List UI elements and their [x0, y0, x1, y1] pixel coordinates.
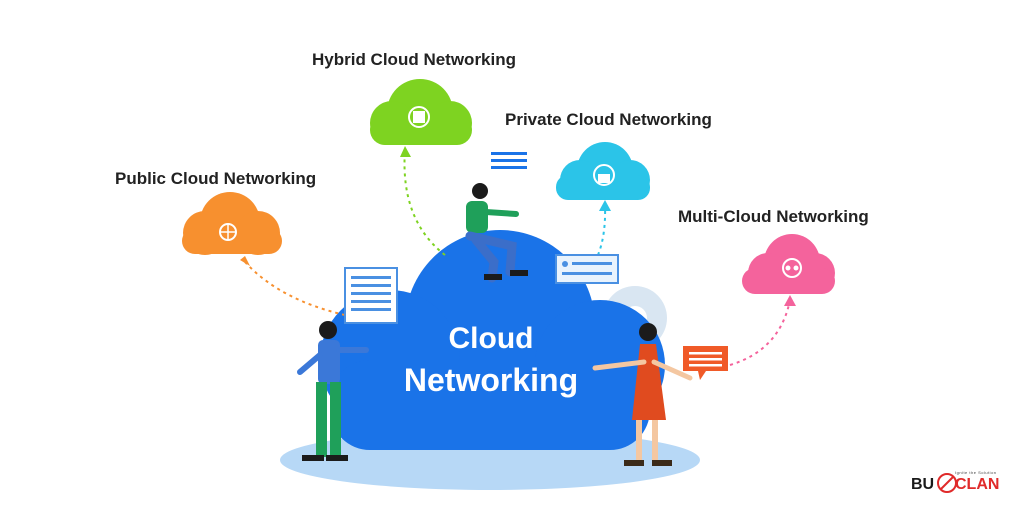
connector-hybrid [403, 149, 446, 256]
private-cloud-node [556, 142, 650, 200]
card-icon [555, 254, 619, 284]
connector-public [244, 261, 346, 316]
person-woman [592, 323, 693, 466]
person-man [297, 321, 369, 461]
document-icon [344, 267, 398, 324]
hybrid-cloud-node [370, 79, 472, 145]
brand-tagline: Ignite the Solution [955, 470, 997, 475]
arrow-hybrid-icon [400, 146, 411, 157]
private-cloud-label: Private Cloud Networking [505, 110, 712, 129]
center-title-line2: Networking [403, 362, 579, 398]
center-title-line1: Cloud [448, 322, 534, 355]
menu-lines-icon [491, 152, 527, 169]
public-cloud-node [182, 192, 282, 255]
multi-cloud-node [742, 234, 835, 294]
arrow-private-icon [599, 200, 611, 211]
globe-icon [219, 223, 237, 241]
brand-logo: Ignite the Solution BU CLAN [911, 470, 1011, 500]
lock-icon [593, 164, 615, 186]
arrow-public-icon [240, 256, 250, 266]
chat-bubble-icon [683, 346, 728, 380]
multi-cloud-label: Multi-Cloud Networking [678, 207, 869, 226]
public-cloud-label: Public Cloud Networking [115, 169, 317, 188]
person-sitting [465, 183, 528, 283]
hybrid-network-icon [408, 106, 430, 128]
hybrid-cloud-label: Hybrid Cloud Networking [312, 50, 516, 69]
arrow-multi-icon [784, 295, 796, 306]
brand-text-left: BU [911, 476, 935, 493]
connector-multi [729, 299, 791, 366]
brand-logo-mark [937, 473, 957, 493]
brand-text-right: CLAN [955, 476, 1000, 493]
connector-private [597, 204, 607, 256]
users-icon [782, 258, 802, 278]
